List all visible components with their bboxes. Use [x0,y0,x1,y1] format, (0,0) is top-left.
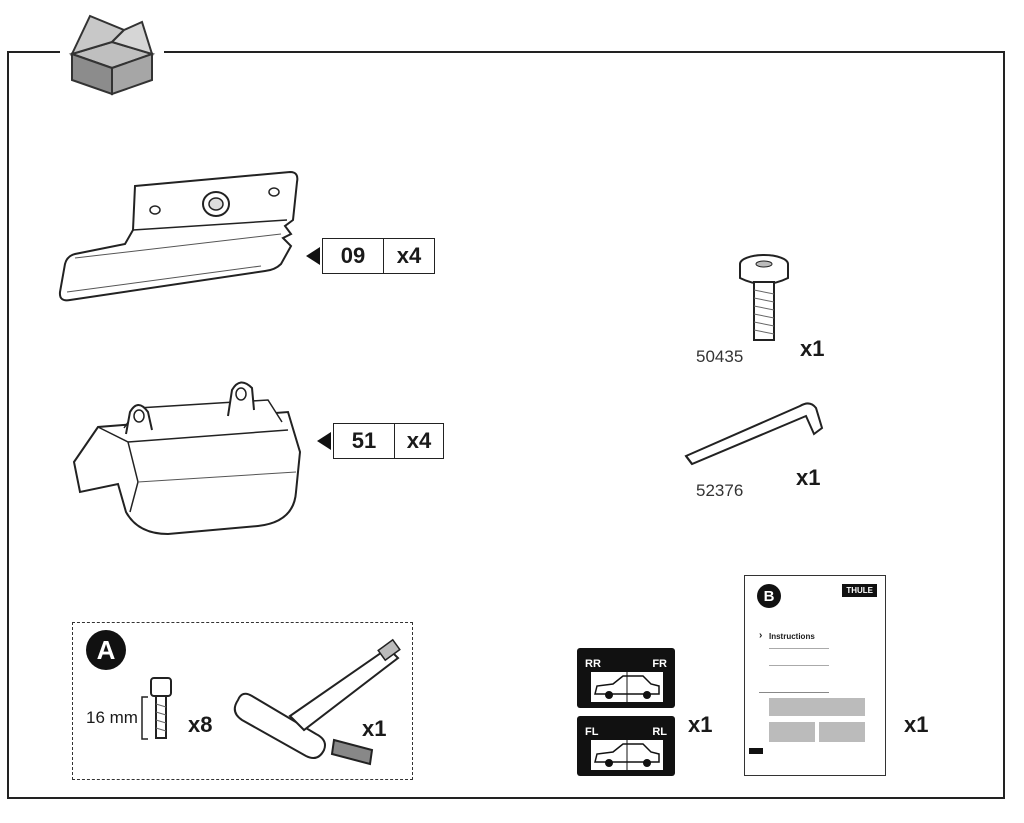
manual-image-block [769,698,865,716]
foot-pointer-arrow [317,432,331,450]
manual-text-lines [769,648,829,666]
sticker-bottom-right-label: RL [652,726,667,738]
bolt-quantity: x8 [188,712,213,737]
screw-illustration [739,254,789,341]
bolt-length-label: 16 mm [86,708,138,727]
mounting-plate-illustration [58,170,299,302]
plate-pointer-arrow [306,247,320,265]
foot-pad-illustration [72,381,302,536]
sticker-top: RR FR [577,648,675,708]
car-side-icon [591,672,663,702]
chevron-right-icon: › [759,630,763,641]
manual-brand: THULE [842,584,877,597]
foot-tag: 51 x4 [333,423,444,459]
foot-part-code: 51 [334,424,395,458]
plate-tag: 09 x4 [322,238,435,274]
tool-quantity: x1 [362,716,387,741]
sticker-top-left-label: RR [585,658,601,670]
manual-image-block [819,722,865,742]
content-frame [7,51,1005,799]
key-part-number: 52376 [696,481,744,500]
car-side-icon [591,740,663,770]
manual-footer-mark [749,748,763,754]
manual-heading: Instructions [769,632,815,641]
manual-image-block [769,722,815,742]
manual-quantity: x1 [904,712,929,737]
screw-part-number: 50435 [696,347,744,366]
kit-a-badge: A [86,630,126,670]
t-handle-tool-illustration [233,638,401,766]
key-quantity: x1 [796,465,821,490]
instruction-manual: B THULE › Instructions [744,575,886,776]
stickers-quantity: x1 [688,712,713,737]
foot-quantity: x4 [406,428,432,453]
bolt-illustration [150,677,172,739]
sticker-bottom-left-label: FL [585,726,599,738]
open-box-icon [68,14,156,96]
manual-divider [759,692,829,693]
sticker-bottom: FL RL [577,716,675,776]
torx-key-illustration [684,402,824,466]
screw-quantity: x1 [800,336,825,361]
bolt-length-bracket [141,696,148,740]
kit-a-box [72,622,413,780]
sticker-top-right-label: FR [652,658,667,670]
plate-quantity: x4 [396,243,422,268]
plate-part-code: 09 [323,239,384,273]
manual-badge: B [757,584,781,608]
